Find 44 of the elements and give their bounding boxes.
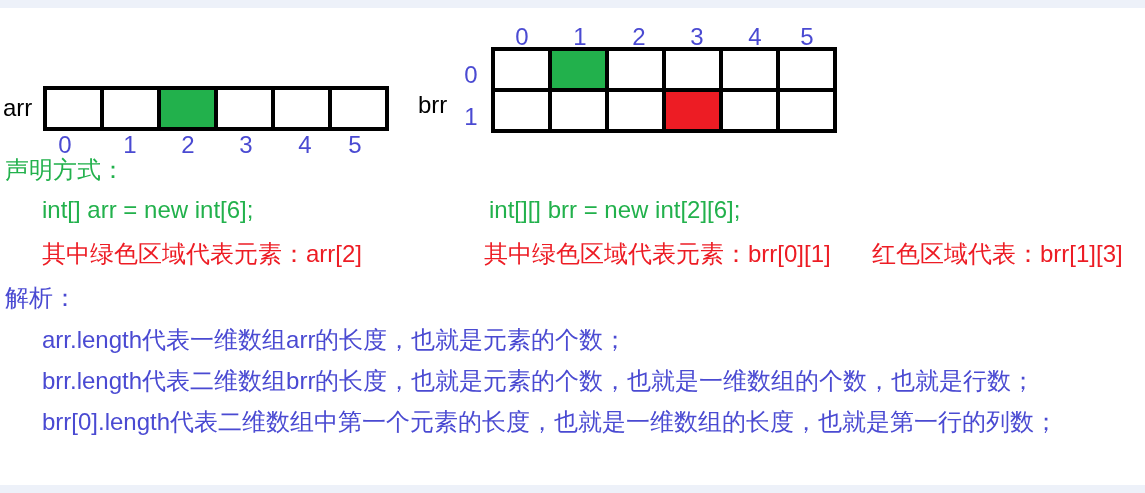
note-text: 其中绿色区域代表元素：brr[0][1] bbox=[484, 240, 831, 268]
note-text: 红色区域代表：brr[1][3] bbox=[872, 240, 1123, 268]
highlighted-cell bbox=[552, 51, 605, 88]
column-index: 4 bbox=[748, 23, 762, 51]
section-heading: 声明方式： bbox=[5, 156, 125, 184]
array-cell bbox=[723, 51, 776, 88]
column-index: 5 bbox=[800, 23, 814, 51]
row-index: 1 bbox=[464, 103, 478, 131]
highlighted-cell bbox=[161, 90, 214, 127]
array-cell bbox=[609, 92, 662, 129]
cell-index: 2 bbox=[181, 131, 195, 159]
array-cell bbox=[780, 92, 833, 129]
cell-index: 5 bbox=[348, 131, 362, 159]
array-cell bbox=[47, 90, 100, 127]
array-cell bbox=[332, 90, 385, 127]
explanation-text: brr[0].length代表二维数组中第一个元素的长度，也就是一维数组的长度，也就是第一行的列数； bbox=[42, 408, 1059, 436]
array-cell bbox=[495, 92, 548, 129]
cell-index: 4 bbox=[298, 131, 312, 159]
array-name: arr bbox=[3, 94, 33, 122]
array-name: brr bbox=[418, 91, 448, 119]
row-index: 0 bbox=[464, 61, 478, 89]
array-cell bbox=[275, 90, 328, 127]
explanation-text: arr.length代表一维数组arr的长度，也就是元素的个数； bbox=[42, 326, 628, 354]
array-cell bbox=[666, 51, 719, 88]
code-line: int[][] brr = new int[2][6]; bbox=[489, 196, 741, 224]
array-cell bbox=[609, 51, 662, 88]
explanation-text: brr.length代表二维数组brr的长度，也就是元素的个数，也就是一维数组的个数，也就是行数； bbox=[42, 367, 1036, 395]
section-heading: 解析： bbox=[5, 284, 77, 312]
cell-index: 0 bbox=[58, 131, 72, 158]
highlighted-cell bbox=[666, 92, 719, 129]
cell-index: 3 bbox=[239, 131, 253, 159]
array-cell bbox=[552, 92, 605, 129]
column-index: 0 bbox=[515, 23, 529, 51]
column-index: 3 bbox=[690, 23, 704, 51]
array-cell bbox=[218, 90, 271, 127]
note-text: 其中绿色区域代表元素：arr[2] bbox=[42, 240, 362, 268]
column-index: 2 bbox=[632, 23, 646, 51]
code-line: int[] arr = new int[6]; bbox=[42, 196, 254, 224]
array-cell bbox=[104, 90, 157, 127]
column-index: 1 bbox=[573, 23, 587, 51]
array-cell bbox=[780, 51, 833, 88]
array-cell bbox=[495, 51, 548, 88]
cell-index: 1 bbox=[123, 131, 137, 159]
array-cell bbox=[723, 92, 776, 129]
